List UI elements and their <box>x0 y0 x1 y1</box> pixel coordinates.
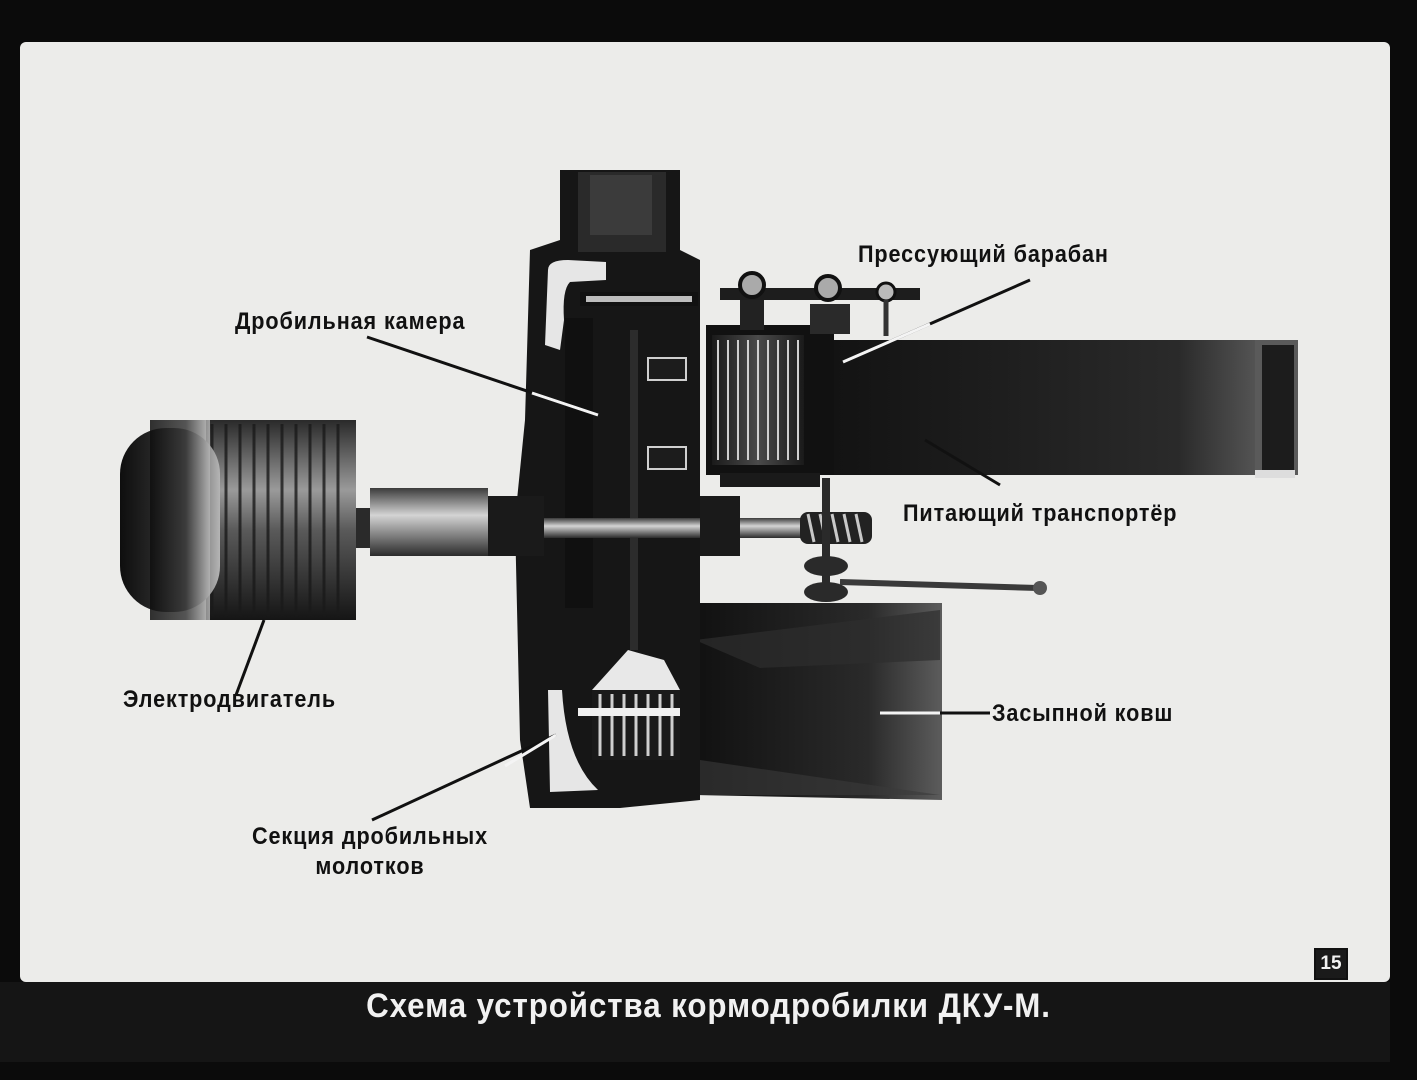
feed-hopper <box>695 603 942 800</box>
crusher-housing <box>515 170 700 808</box>
main-shaft <box>470 478 1047 602</box>
feed-conveyor <box>820 340 1298 478</box>
electric-motor <box>120 420 488 620</box>
label-crushing-chamber: Дробильная камера <box>235 308 466 335</box>
label-hopper: Засыпной ковш <box>992 700 1174 727</box>
label-feed-conveyor: Питающий транспортёр <box>903 500 1178 527</box>
label-motor: Электродвигатель <box>123 686 337 713</box>
pressing-drum <box>706 271 920 487</box>
label-hammer-section-line2: молотков <box>315 853 425 880</box>
caption-bar <box>0 982 1390 1062</box>
slide-caption: Схема устройства кормодробилки ДКУ-М. <box>366 987 1051 1025</box>
label-hammer-section: Секция дробильных молотков <box>246 822 494 882</box>
label-hammer-section-line1: Секция дробильных <box>251 823 489 850</box>
leader-lines <box>234 278 1031 822</box>
label-pressing-drum: Прессующий барабан <box>858 241 1109 268</box>
page-number-badge: 15 <box>1314 948 1348 980</box>
